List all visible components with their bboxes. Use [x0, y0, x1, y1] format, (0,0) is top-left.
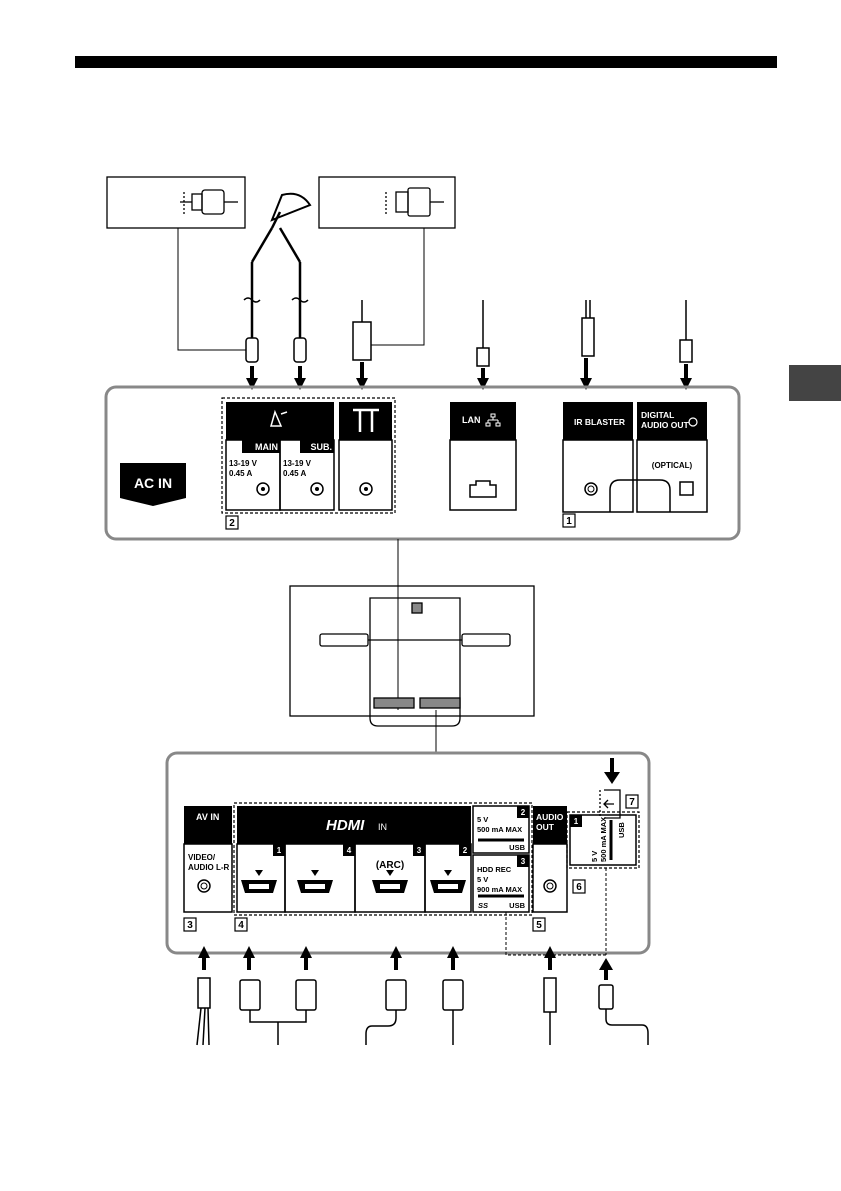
usb1-num: 1	[574, 817, 579, 826]
callout-4: 4	[238, 920, 244, 931]
audio-out-port[interactable]	[544, 880, 556, 892]
hdmi-port-num-3: 3	[417, 846, 422, 855]
ir-blaster-label: IR BLASTER	[574, 417, 625, 427]
audio-label: AUDIO	[536, 812, 564, 822]
sat-sub-label: SUB.	[310, 442, 332, 452]
usb2-label: USB	[509, 843, 525, 852]
optical-port[interactable]	[680, 482, 693, 495]
sat-header	[226, 402, 334, 440]
callout-5: 5	[536, 920, 542, 931]
callout-6: 6	[576, 882, 582, 893]
av-in-label: AV IN	[196, 812, 219, 822]
optical-label: (OPTICAL)	[652, 461, 693, 470]
sat-connectors	[246, 318, 692, 366]
callout-3: 3	[187, 920, 193, 931]
out-label: OUT	[536, 822, 555, 832]
usb1-current: 500 mA MAX	[599, 817, 608, 862]
sat-sub-voltage: 13-19 V	[283, 459, 312, 468]
hdmi-ports	[241, 880, 466, 893]
bottom-arrows	[198, 946, 613, 980]
ac-in-label: AC IN	[134, 475, 172, 491]
bottom-cable-plugs	[198, 978, 613, 1012]
usb3-voltage: 5 V	[477, 875, 488, 884]
usb3-current: 900 mA MAX	[477, 885, 522, 894]
video-audio-label-2: AUDIO L-R	[188, 863, 230, 872]
video-audio-label-1: VIDEO/	[188, 853, 216, 862]
coax-inset-right	[319, 177, 455, 228]
satellite-cables	[244, 262, 308, 340]
top-arrows	[246, 358, 692, 390]
hdmi-logo: HDMI	[326, 817, 365, 834]
side-usb-icon	[600, 790, 620, 818]
title-bar	[75, 56, 777, 68]
tv-back	[290, 586, 534, 726]
usb3-label: USB	[509, 901, 525, 910]
sat-main-label: MAIN	[255, 442, 278, 452]
satellite-dish-icon	[252, 194, 310, 262]
bottom-cables	[197, 1008, 648, 1045]
ir-blaster-port[interactable]	[585, 483, 597, 495]
sat-main-voltage: 13-19 V	[229, 459, 258, 468]
usb3-hdd: HDD REC	[477, 865, 512, 874]
side-arrow	[604, 758, 620, 784]
usb2-num: 2	[521, 808, 526, 817]
audio-out-label: AUDIO OUT	[641, 420, 690, 430]
av-in-port[interactable]	[198, 880, 210, 892]
lan-port[interactable]	[470, 481, 496, 497]
usb2-current: 500 mA MAX	[477, 825, 522, 834]
arc-label: (ARC)	[376, 860, 404, 871]
sat-sub-current: 0.45 A	[283, 469, 306, 478]
usb1-label: USB	[617, 822, 626, 838]
coax-inset-left	[107, 177, 245, 228]
sat-main-current: 0.45 A	[229, 469, 252, 478]
hdmi-port-num-2: 2	[463, 846, 468, 855]
hdmi-port-num-1: 1	[277, 846, 282, 855]
callout-2: 2	[229, 518, 235, 529]
usb3-ss: SS	[478, 901, 488, 910]
usb2-voltage: 5 V	[477, 815, 488, 824]
callout-7: 7	[629, 797, 635, 808]
callout-1: 1	[566, 516, 572, 527]
usb1-voltage: 5 V	[590, 851, 599, 862]
usb3-num: 3	[521, 857, 526, 866]
hdmi-port-num-4: 4	[347, 846, 352, 855]
hdmi-in-label: IN	[378, 822, 387, 832]
top-cables	[362, 300, 686, 348]
lan-label: LAN	[462, 415, 481, 425]
side-tab	[789, 365, 841, 401]
hdmi-port-openings	[249, 884, 458, 889]
digital-label: DIGITAL	[641, 410, 674, 420]
